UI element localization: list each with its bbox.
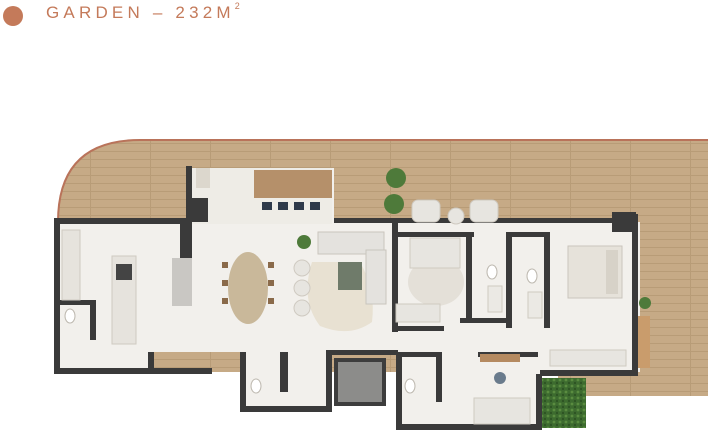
plant-icon	[386, 168, 406, 188]
wardrobe	[549, 349, 627, 367]
desk-chair	[494, 372, 506, 384]
toilet-icon	[64, 264, 538, 394]
sofa-icon	[317, 231, 385, 255]
dining-table-icon	[228, 252, 268, 324]
shower-icon	[487, 285, 503, 313]
coffee-table	[338, 262, 362, 290]
plant-icon	[384, 194, 404, 214]
garden-planter	[542, 378, 586, 428]
desk	[480, 354, 520, 362]
accent-dot	[3, 6, 23, 26]
dining-chairs	[222, 262, 274, 304]
outdoor-chairs	[262, 202, 320, 210]
shower-icon	[527, 291, 543, 319]
outdoor-bench	[196, 168, 210, 188]
page-title: GARDEN – 232M2	[46, 1, 240, 23]
pergola	[254, 170, 332, 198]
lounge-chairs	[411, 199, 499, 225]
round-rug	[408, 258, 464, 306]
walls	[54, 166, 638, 430]
title-text: GARDEN – 232M	[46, 3, 235, 22]
bed-icon	[409, 237, 461, 269]
sofa-icon	[365, 249, 387, 305]
plant-icon	[297, 235, 311, 249]
wardrobe	[395, 303, 441, 323]
plant-icon	[639, 297, 651, 309]
bed-icon	[473, 397, 531, 425]
kitchen-counter-icon	[61, 229, 192, 345]
title-superscript: 2	[234, 1, 240, 12]
armchairs	[293, 259, 311, 317]
bed-pillows	[606, 250, 618, 294]
bathtub-inner	[338, 362, 382, 402]
planter-edge	[57, 139, 708, 223]
bench	[638, 316, 650, 368]
